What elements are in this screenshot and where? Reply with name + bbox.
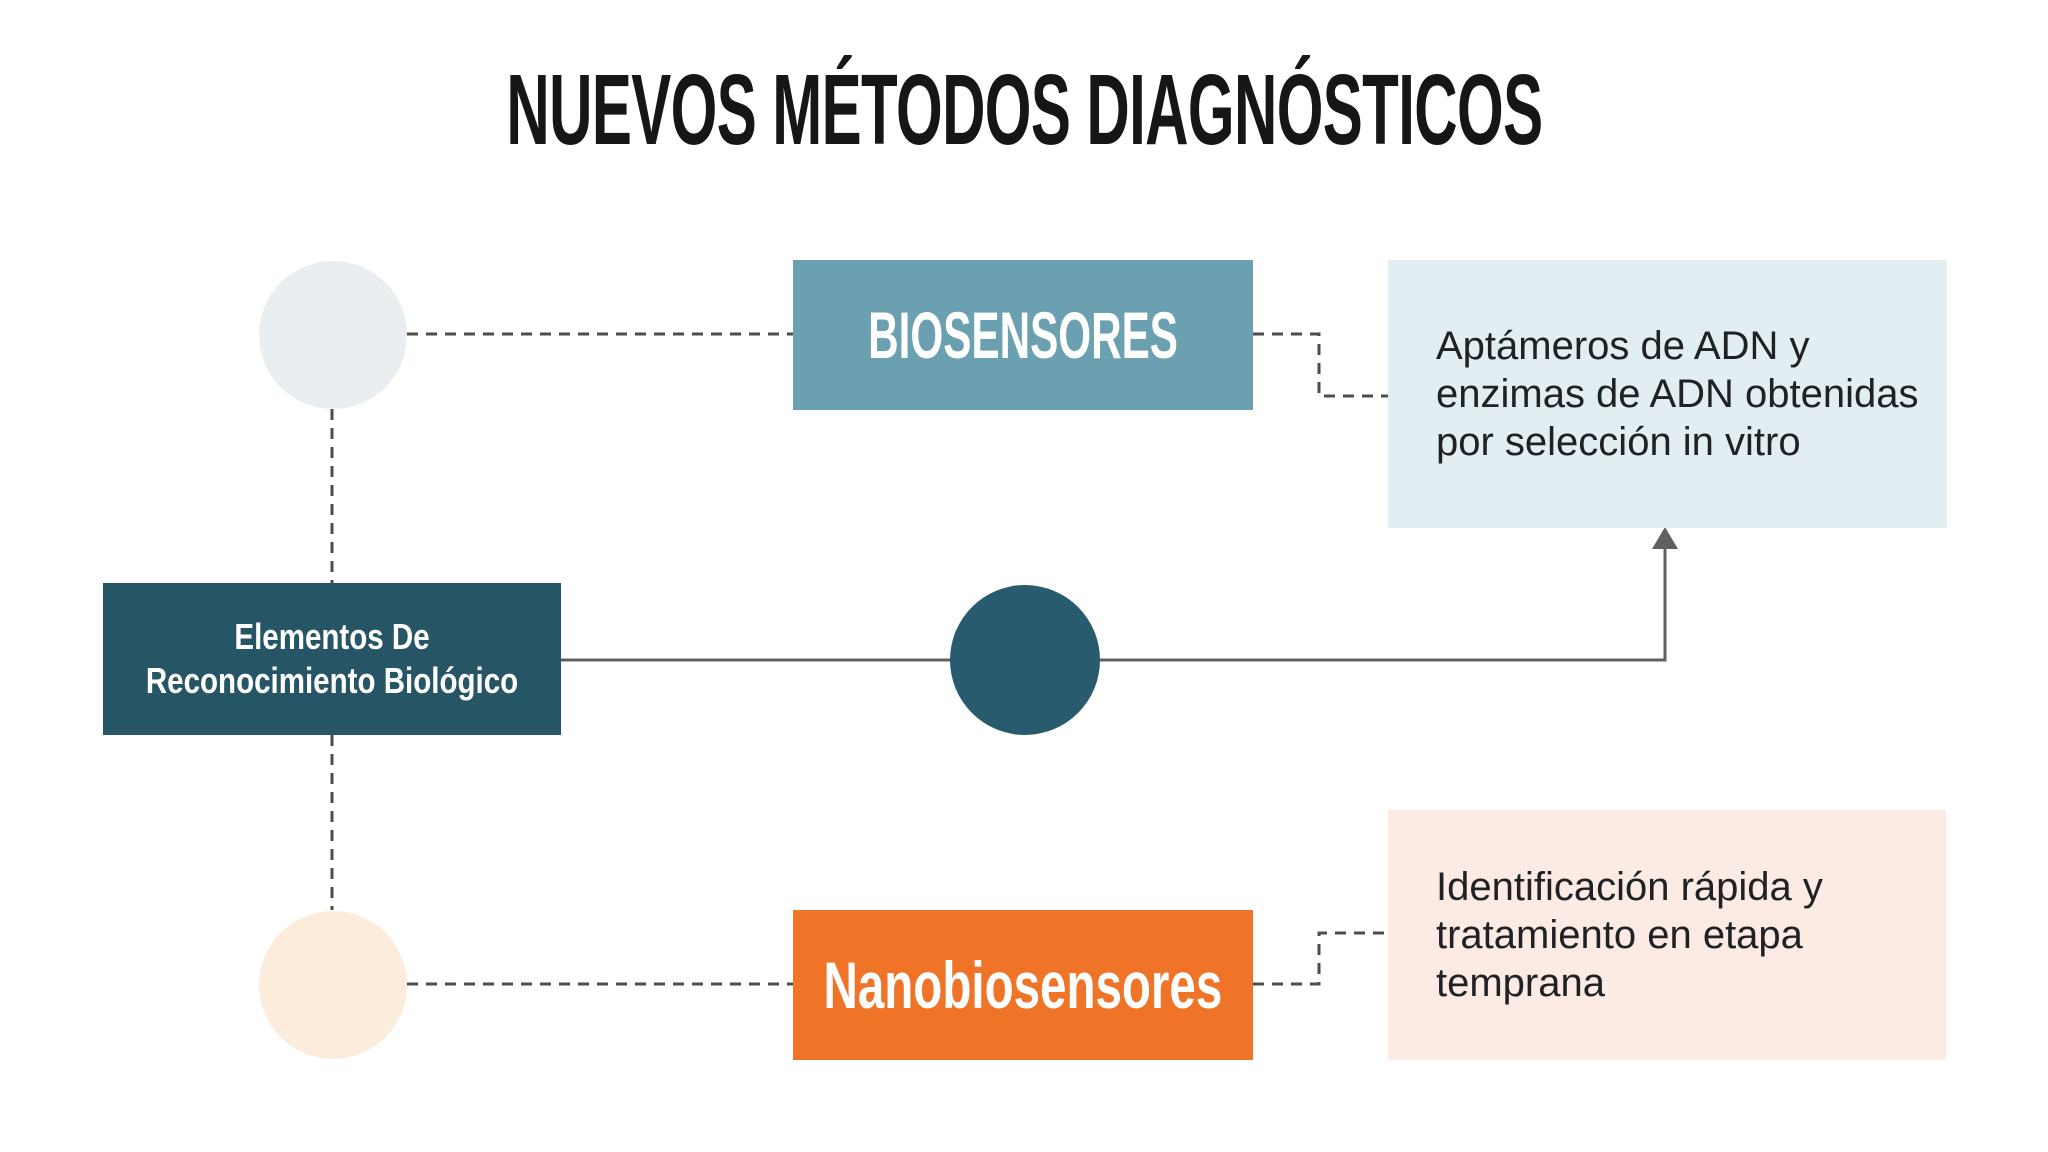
node-biosensores: BIOSENSORES xyxy=(793,260,1253,410)
card-aptameros-line2: enzimas de ADN obtenidas xyxy=(1436,372,1919,416)
card-identificacion-line3: temprana xyxy=(1436,961,1605,1005)
decorative-circle-top-left xyxy=(259,261,407,409)
node-elementos-reconocimiento: Elementos De Reconocimiento Biológico xyxy=(103,583,561,735)
node-elementos-label: Elementos De Reconocimiento Biológico xyxy=(145,616,519,701)
card-identificacion-line2: tratamiento en etapa xyxy=(1436,913,1803,957)
card-aptameros-line3: por selección in vitro xyxy=(1436,420,1801,464)
node-biosensores-label: BIOSENSORES xyxy=(868,298,1178,372)
arrow-up-icon xyxy=(1652,527,1678,549)
decorative-circle-bottom-left xyxy=(259,911,407,1059)
node-nanobiosensores-label: Nanobiosensores xyxy=(823,948,1223,1022)
decorative-circle-center xyxy=(950,585,1100,735)
card-aptameros-line1: Aptámeros de ADN y xyxy=(1436,324,1810,368)
node-nanobiosensores: Nanobiosensores xyxy=(793,910,1253,1060)
card-identificacion: Identificación rápida y tratamiento en e… xyxy=(1388,810,1946,1060)
page-title: NUEVOS MÉTODOS DIAGNÓSTICOS xyxy=(0,58,2048,163)
page-title-text: NUEVOS MÉTODOS DIAGNÓSTICOS xyxy=(505,54,1543,166)
card-aptameros: Aptámeros de ADN y enzimas de ADN obteni… xyxy=(1388,260,1947,528)
card-identificacion-line1: Identificación rápida y xyxy=(1436,865,1823,909)
